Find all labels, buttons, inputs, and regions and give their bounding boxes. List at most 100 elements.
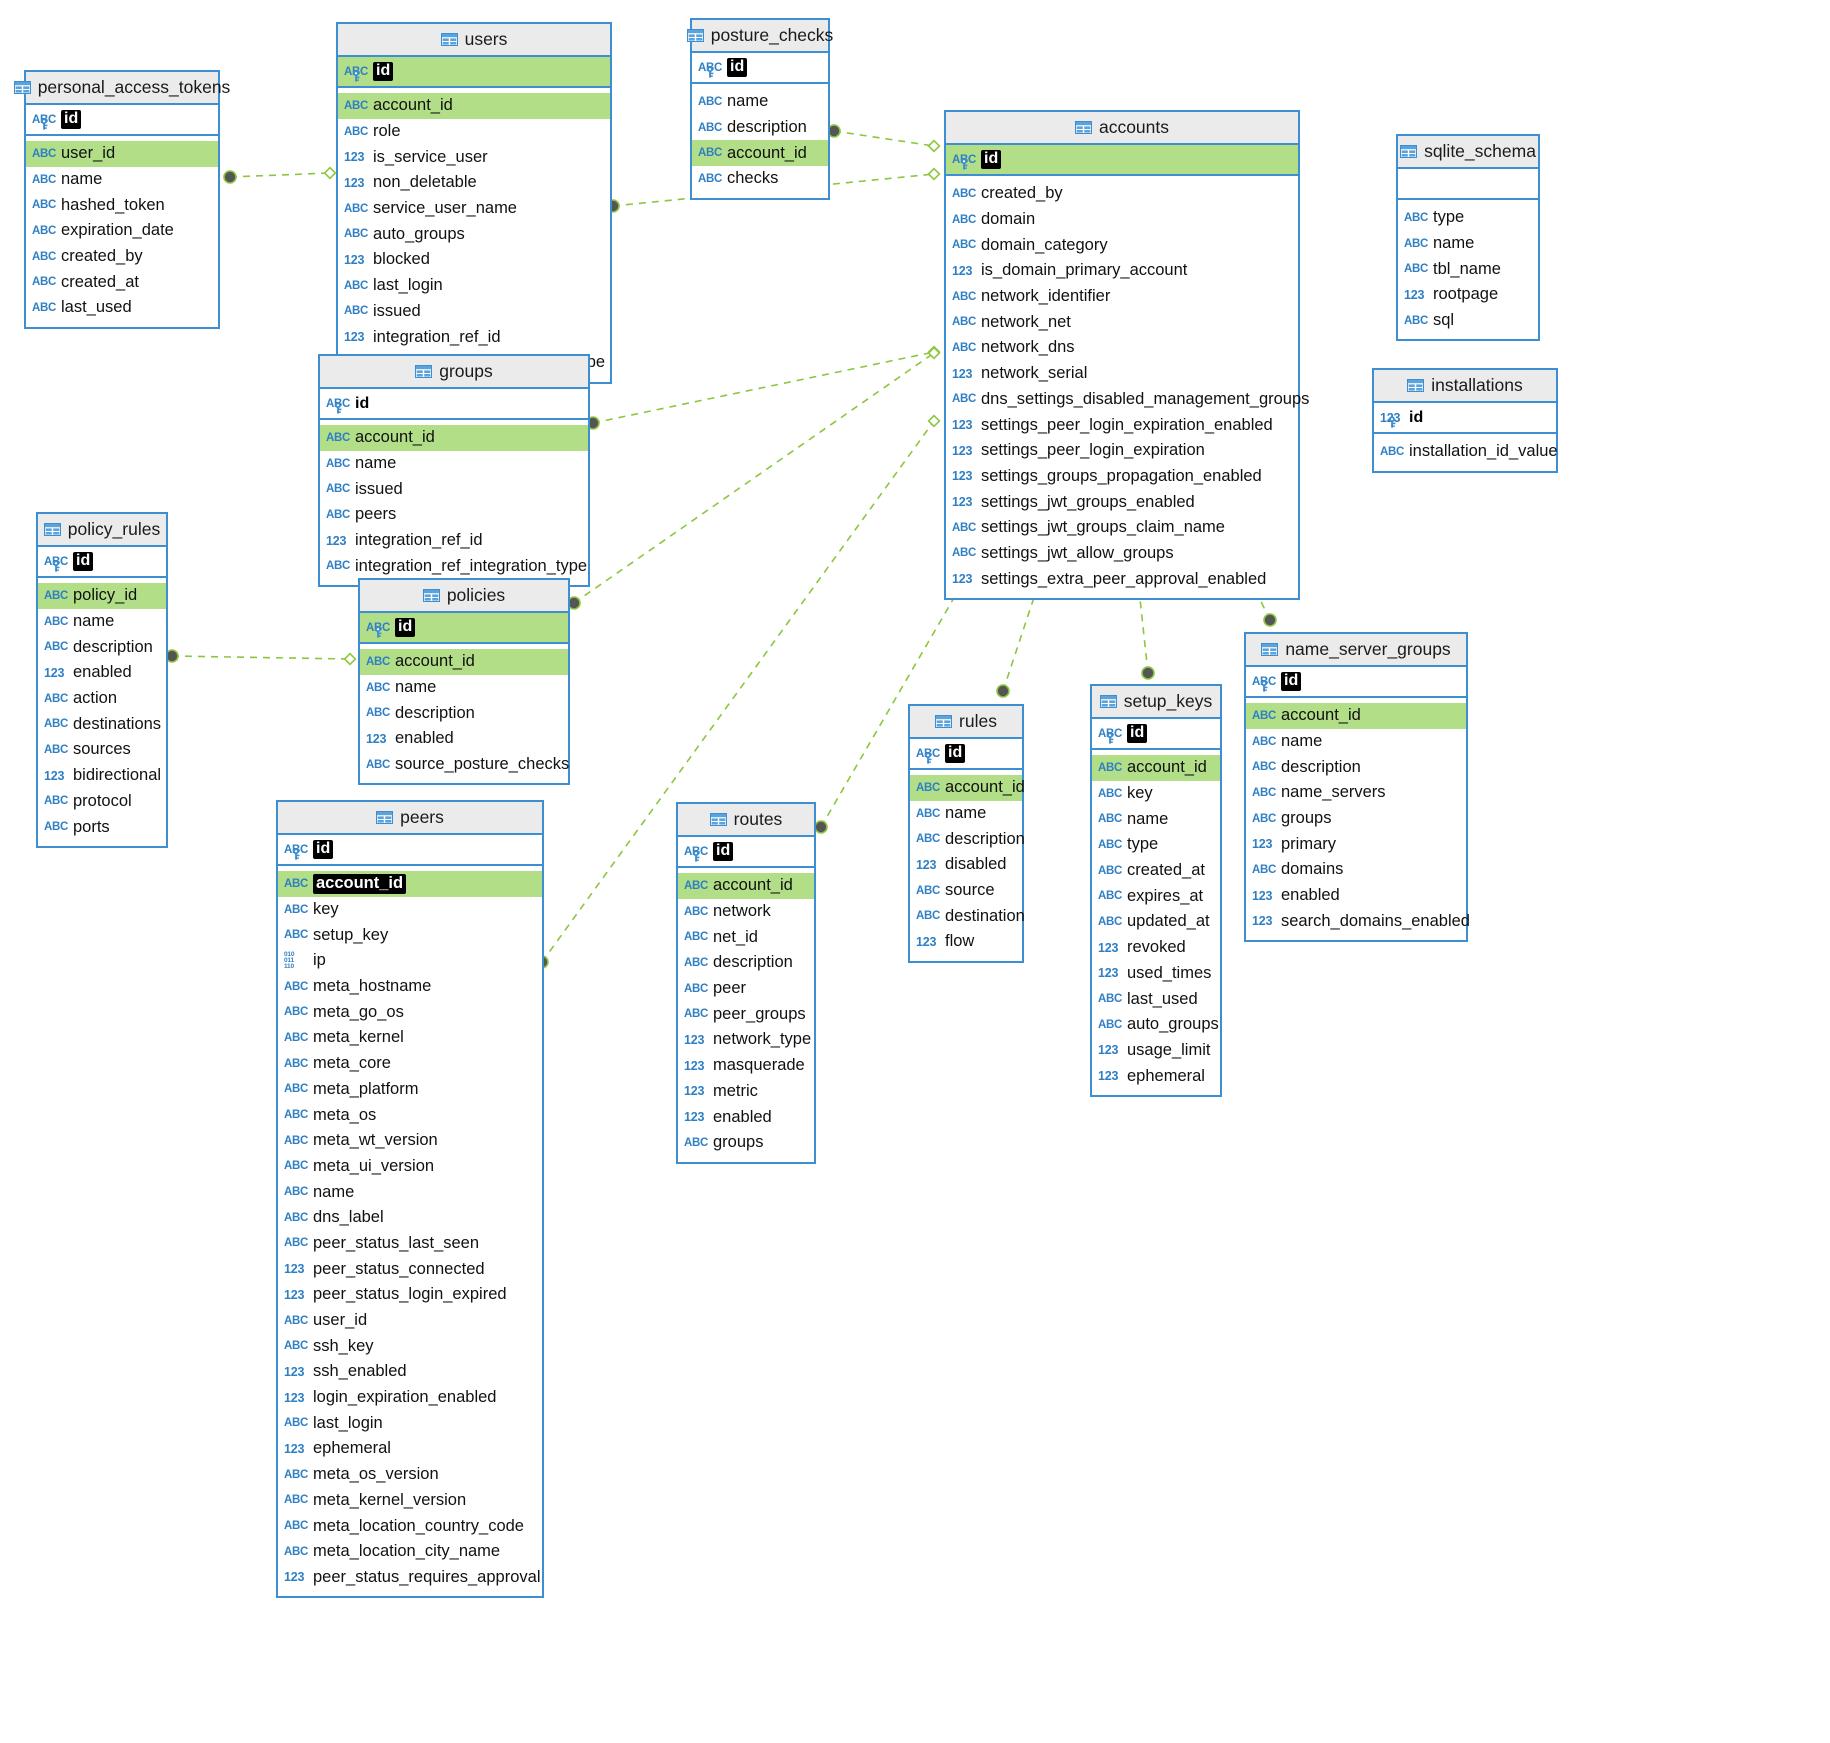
relation-target-diamond[interactable]	[927, 414, 941, 428]
table-accounts[interactable]: accountsABCidABCcreated_byABCdomainABCdo…	[944, 110, 1309, 600]
table-policies[interactable]: policiesABCidABCaccount_idABCnameABCdesc…	[358, 578, 570, 786]
table-groups[interactable]: groupsABCidABCaccount_idABCnameABCissued…	[318, 354, 590, 588]
primary-key-row[interactable]: ABCid	[946, 145, 1298, 176]
table-policy_rules[interactable]: policy_rulesABCidABCpolicy_idABCnameABCd…	[36, 512, 168, 848]
table-setup_keys[interactable]: setup_keysABCidABCaccount_idABCkeyABCnam…	[1090, 684, 1222, 1097]
relation-target-diamond[interactable]	[927, 346, 941, 360]
relation-line[interactable]	[586, 345, 941, 430]
primary-key-row[interactable]: ABCid	[1092, 719, 1220, 750]
primary-key-row[interactable]: ABCid	[338, 57, 610, 88]
table-posture_checks[interactable]: posture_checksABCidABCnameABCdescription…	[686, 18, 833, 200]
relation-line[interactable]	[827, 124, 941, 153]
relation-line[interactable]	[567, 346, 941, 610]
table-header-policy_rules[interactable]: policy_rules	[38, 514, 166, 547]
table-header-sqlite_schema[interactable]: sqlite_schema	[1398, 136, 1538, 169]
primary-key-row[interactable]	[1398, 169, 1538, 200]
table-routes[interactable]: routesABCidABCaccount_idABCnetworkABCnet…	[676, 802, 816, 1164]
table-header-installations[interactable]: installations	[1374, 370, 1556, 403]
primary-key-row[interactable]: ABCid	[320, 389, 588, 420]
relation-target-diamond[interactable]	[323, 166, 337, 180]
primary-key-row[interactable]: 123id	[1374, 403, 1556, 434]
relation-source-dot[interactable]	[814, 820, 828, 834]
primary-key-row[interactable]: ABCid	[910, 739, 1022, 770]
table-installations[interactable]: installations123idABCinstallation_id_val…	[1372, 368, 1558, 473]
table-header-routes[interactable]: routes	[678, 804, 814, 837]
